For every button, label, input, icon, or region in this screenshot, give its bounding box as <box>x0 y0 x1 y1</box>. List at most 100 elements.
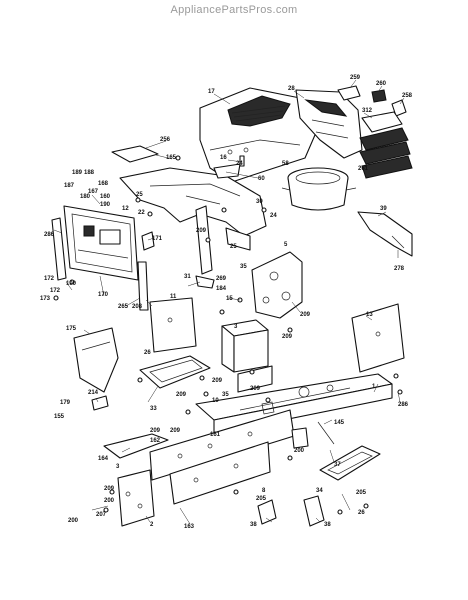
hood-part[interactable] <box>199 87 319 183</box>
callout: 39 <box>380 206 387 212</box>
callout: 165 <box>166 155 177 161</box>
callout: 172 <box>50 288 61 294</box>
deflector-part[interactable] <box>73 327 119 393</box>
callout: 1 <box>372 384 376 390</box>
bracket-part-171[interactable] <box>141 231 155 251</box>
dashboard-panel-part[interactable] <box>63 205 139 281</box>
callout: 12 <box>122 206 129 212</box>
callout: 25 <box>230 244 237 250</box>
latch-part-258[interactable] <box>391 99 407 117</box>
dash-bracket-part[interactable] <box>251 251 303 319</box>
callout: 22 <box>138 210 145 216</box>
callout: 145 <box>334 420 345 426</box>
callout: 13 <box>366 312 373 318</box>
bracket-part-184[interactable] <box>195 275 215 289</box>
callout: 60 <box>258 176 265 182</box>
callout: 24 <box>270 213 277 219</box>
callout: 172 <box>44 276 55 282</box>
callout: 260 <box>376 81 387 87</box>
callout: 26 <box>144 350 151 356</box>
callout: 261 <box>358 166 369 172</box>
callout: 163 <box>184 524 195 530</box>
frame-rail-lower-part[interactable] <box>169 441 271 505</box>
callout: 312 <box>362 108 373 114</box>
callout: 28 <box>288 86 295 92</box>
footrest-left-part[interactable] <box>139 355 211 389</box>
callout: 209 <box>170 428 181 434</box>
callout: 25 <box>136 192 143 198</box>
callout: 100 <box>66 281 77 287</box>
callout: 8 <box>262 488 266 494</box>
callout-labels: 17 28 259 260 258 312 261 256 165 16 24 … <box>40 75 413 530</box>
callout: 205 <box>256 496 267 502</box>
callout: 160 <box>100 194 111 200</box>
lift-bracket-part[interactable] <box>357 211 413 257</box>
callout: 162 <box>150 438 161 444</box>
callout: 167 <box>88 189 99 195</box>
callout: 35 <box>222 392 229 398</box>
callout: 209 <box>196 228 207 234</box>
bolt-part-16[interactable] <box>239 155 245 167</box>
fender-part[interactable] <box>119 163 267 237</box>
footrest-right-part[interactable] <box>319 445 381 481</box>
battery-box-part[interactable] <box>221 319 273 393</box>
bracket-part-38-right[interactable] <box>303 495 325 527</box>
callout: 10 <box>212 398 219 404</box>
battery-cover-part[interactable] <box>111 145 159 163</box>
callout: 189 <box>72 170 83 176</box>
grille-slats-part[interactable] <box>359 111 413 179</box>
clip-part-214[interactable] <box>91 395 109 411</box>
callout: 26 <box>358 510 365 516</box>
callout: 33 <box>150 406 157 412</box>
callout: 15 <box>226 296 233 302</box>
callout: 209 <box>176 392 187 398</box>
rod-part-145[interactable] <box>317 421 335 445</box>
hardware-fasteners <box>53 155 403 515</box>
callout: 30 <box>256 199 263 205</box>
callout: 58 <box>282 161 289 167</box>
panel-side-part[interactable] <box>51 217 67 281</box>
callout: 184 <box>216 286 227 292</box>
callout: 170 <box>98 292 109 298</box>
callout: 31 <box>184 274 191 280</box>
callout: 175 <box>66 326 77 332</box>
front-bumper-part[interactable] <box>103 433 169 459</box>
side-panel-left-part[interactable] <box>149 297 197 353</box>
callout: 209 <box>104 486 115 492</box>
callout: 187 <box>64 183 75 189</box>
callout: 258 <box>402 93 413 99</box>
callout: 256 <box>160 137 171 143</box>
callout: 205 <box>356 490 367 496</box>
main-frame-part[interactable] <box>195 373 393 435</box>
callout: 286 <box>44 232 55 238</box>
callout: 259 <box>350 75 361 81</box>
callout: 207 <box>96 512 107 518</box>
callout: 164 <box>98 456 109 462</box>
callout: 209 <box>250 386 261 392</box>
callout: 265 <box>118 304 129 310</box>
callout: 214 <box>88 390 99 396</box>
site-watermark: AppliancePartsPros.com <box>170 4 298 16</box>
panel-strip-part-265[interactable] <box>137 261 149 311</box>
callout: 190 <box>100 202 111 208</box>
fuel-tank-part[interactable] <box>281 167 357 211</box>
callout: 38 <box>324 522 331 528</box>
callout: 209 <box>212 378 223 384</box>
bracket-part-260[interactable] <box>371 89 387 103</box>
seat-bracket-part-200[interactable] <box>291 427 309 449</box>
bracket-part-259[interactable] <box>337 85 361 101</box>
callout: 269 <box>216 276 227 282</box>
callout: 171 <box>152 236 163 242</box>
callout: 17 <box>208 89 215 95</box>
front-plate-part[interactable] <box>117 469 155 527</box>
fender-support-part[interactable] <box>195 205 251 275</box>
callout: 35 <box>240 264 247 270</box>
callout: 3 <box>234 324 238 330</box>
side-panel-right-part[interactable] <box>351 303 405 373</box>
callout: 34 <box>316 488 323 494</box>
callout: 179 <box>60 400 71 406</box>
callout: 3 <box>116 464 120 470</box>
bracket-part-38-left[interactable] <box>257 499 277 525</box>
callout: 200 <box>294 448 305 454</box>
